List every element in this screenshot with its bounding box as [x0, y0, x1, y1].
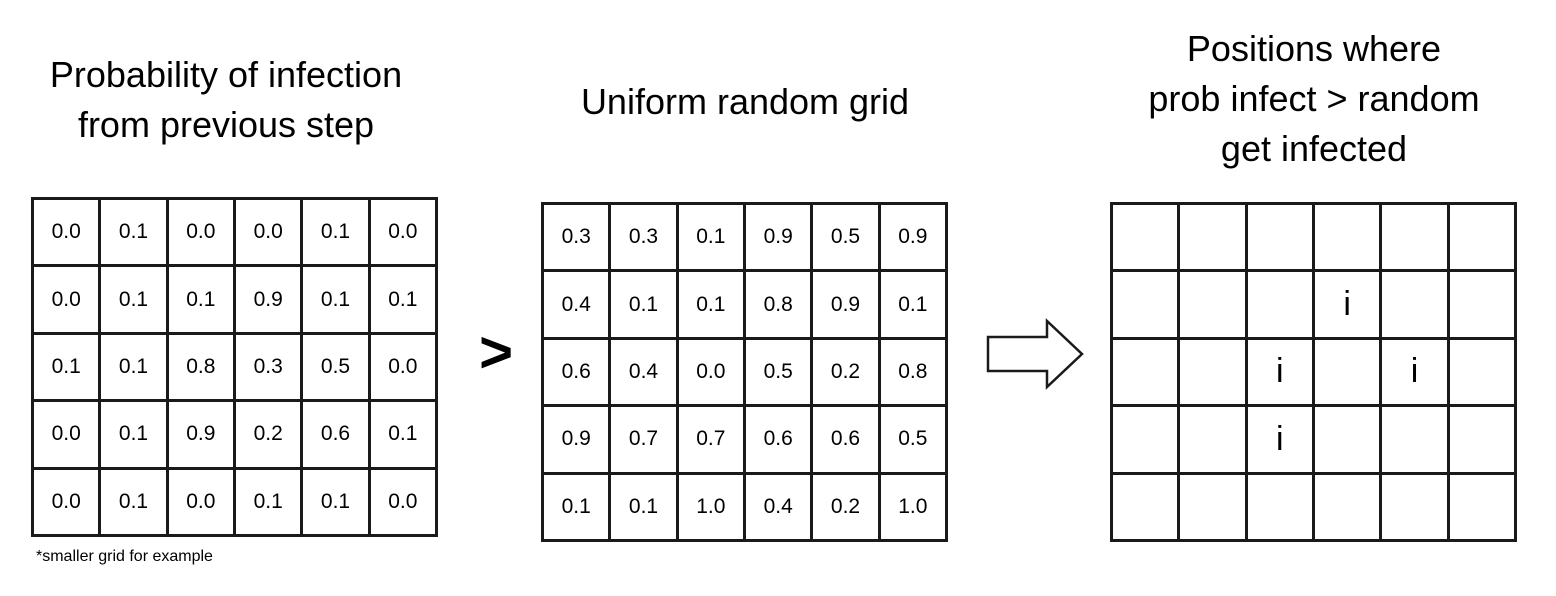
grid-cell — [1180, 474, 1248, 542]
grid-cell: 0.1 — [611, 474, 679, 542]
grid-cell: 0.1 — [101, 200, 169, 268]
grid-cell: 0.5 — [746, 339, 814, 408]
grid-cell: 0.1 — [544, 474, 612, 542]
grid-cell: 0.4 — [611, 339, 679, 408]
grid-cell: 0.1 — [303, 267, 371, 335]
footnote: *smaller grid for example — [36, 548, 213, 565]
grid-cell: 0.0 — [236, 200, 304, 268]
grid-cell: 0.6 — [544, 339, 612, 408]
grid-cell — [1113, 272, 1181, 340]
grid-cell: 0.3 — [236, 334, 304, 403]
grid-cell — [1449, 272, 1517, 340]
grid-cell: i — [1315, 272, 1383, 340]
grid-cell: 0.6 — [746, 407, 814, 475]
grid-cell: 0.8 — [168, 334, 236, 403]
grid-cell: 0.5 — [303, 334, 371, 403]
grid-cell: 1.0 — [880, 474, 948, 542]
grid-cell — [1113, 474, 1181, 542]
grid-cell: 0.0 — [678, 339, 746, 408]
grid-cell — [1382, 474, 1450, 542]
grid-cell: 0.1 — [34, 334, 102, 403]
grid-cell: 0.2 — [813, 474, 881, 542]
grid-cell — [1449, 474, 1517, 542]
grid-cell — [1449, 339, 1517, 408]
grid-cell: 1.0 — [678, 474, 746, 542]
grid-cell: 0.1 — [101, 267, 169, 335]
grid-cell: 0.2 — [813, 339, 881, 408]
grid-cell: 0.0 — [34, 267, 102, 335]
probability-grid-title: Probability of infection from previous s… — [49, 54, 403, 145]
grid-cell: 0.4 — [544, 272, 612, 340]
grid-cell: 0.0 — [168, 200, 236, 268]
grid-cell: 0.5 — [813, 205, 881, 273]
grid-cell: 0.0 — [370, 469, 438, 537]
grid-cell: 0.0 — [168, 469, 236, 537]
grid-cell: 0.6 — [813, 407, 881, 475]
grid-cell: 0.0 — [34, 402, 102, 470]
grid-cell — [1382, 407, 1450, 475]
grid-cell — [1113, 407, 1181, 475]
grid-cell — [1315, 474, 1383, 542]
grid-cell — [1247, 272, 1315, 340]
grid-cell: 0.9 — [746, 205, 814, 273]
grid-cell — [1449, 407, 1517, 475]
grid-cell: 0.8 — [880, 339, 948, 408]
grid-cell: 0.5 — [880, 407, 948, 475]
grid-cell: 0.0 — [370, 200, 438, 268]
grid-cell — [1180, 339, 1248, 408]
grid-cell: 0.1 — [101, 334, 169, 403]
grid-cell — [1382, 205, 1450, 273]
grid-cell — [1180, 205, 1248, 273]
grid-cell: 0.1 — [678, 272, 746, 340]
grid-cell: 0.4 — [746, 474, 814, 542]
grid-cell: 0.7 — [611, 407, 679, 475]
grid-cell: 0.9 — [544, 407, 612, 475]
grid-cell — [1247, 205, 1315, 273]
grid-cell: 0.1 — [303, 200, 371, 268]
grid-cell — [1382, 272, 1450, 340]
grid-cell: 0.9 — [168, 402, 236, 470]
grid-cell: 0.3 — [611, 205, 679, 273]
greater-than-operator: > — [479, 320, 513, 385]
grid-cell — [1113, 205, 1181, 273]
grid-cell — [1315, 339, 1383, 408]
grid-cell: 0.1 — [303, 469, 371, 537]
grid-cell — [1315, 407, 1383, 475]
grid-cell: 0.1 — [370, 267, 438, 335]
grid-cell — [1315, 205, 1383, 273]
grid-cell: i — [1247, 339, 1315, 408]
grid-cell — [1180, 407, 1248, 475]
grid-cell — [1180, 272, 1248, 340]
grid-cell: 0.9 — [880, 205, 948, 273]
grid-cell — [1113, 339, 1181, 408]
grid-cell: 0.1 — [236, 469, 304, 537]
random-grid-title: Uniform random grid — [580, 81, 910, 122]
grid-cell: 0.0 — [370, 334, 438, 403]
grid-cell — [1247, 474, 1315, 542]
grid-cell: 0.1 — [678, 205, 746, 273]
grid-cell: 0.2 — [236, 402, 304, 470]
grid-cell: 0.7 — [678, 407, 746, 475]
grid-cell: 0.1 — [880, 272, 948, 340]
grid-cell: 0.1 — [101, 402, 169, 470]
grid-cell: 0.3 — [544, 205, 612, 273]
grid-cell: 0.8 — [746, 272, 814, 340]
grid-cell: 0.9 — [236, 267, 304, 335]
grid-cell: 0.0 — [34, 200, 102, 268]
infection-result-grid-title: Positions where prob infect > random get… — [1148, 28, 1480, 169]
grid-cell: 0.1 — [168, 267, 236, 335]
grid-cell: 0.9 — [813, 272, 881, 340]
grid-cell: 0.1 — [611, 272, 679, 340]
grid-cell: i — [1247, 407, 1315, 475]
grid-cell: 0.1 — [101, 469, 169, 537]
grid-cell: 0.1 — [370, 402, 438, 470]
grid-cell: 0.0 — [34, 469, 102, 537]
grid-cell — [1449, 205, 1517, 273]
grid-cell: 0.6 — [303, 402, 371, 470]
grid-cell: i — [1382, 339, 1450, 408]
right-arrow-icon — [986, 318, 1084, 390]
